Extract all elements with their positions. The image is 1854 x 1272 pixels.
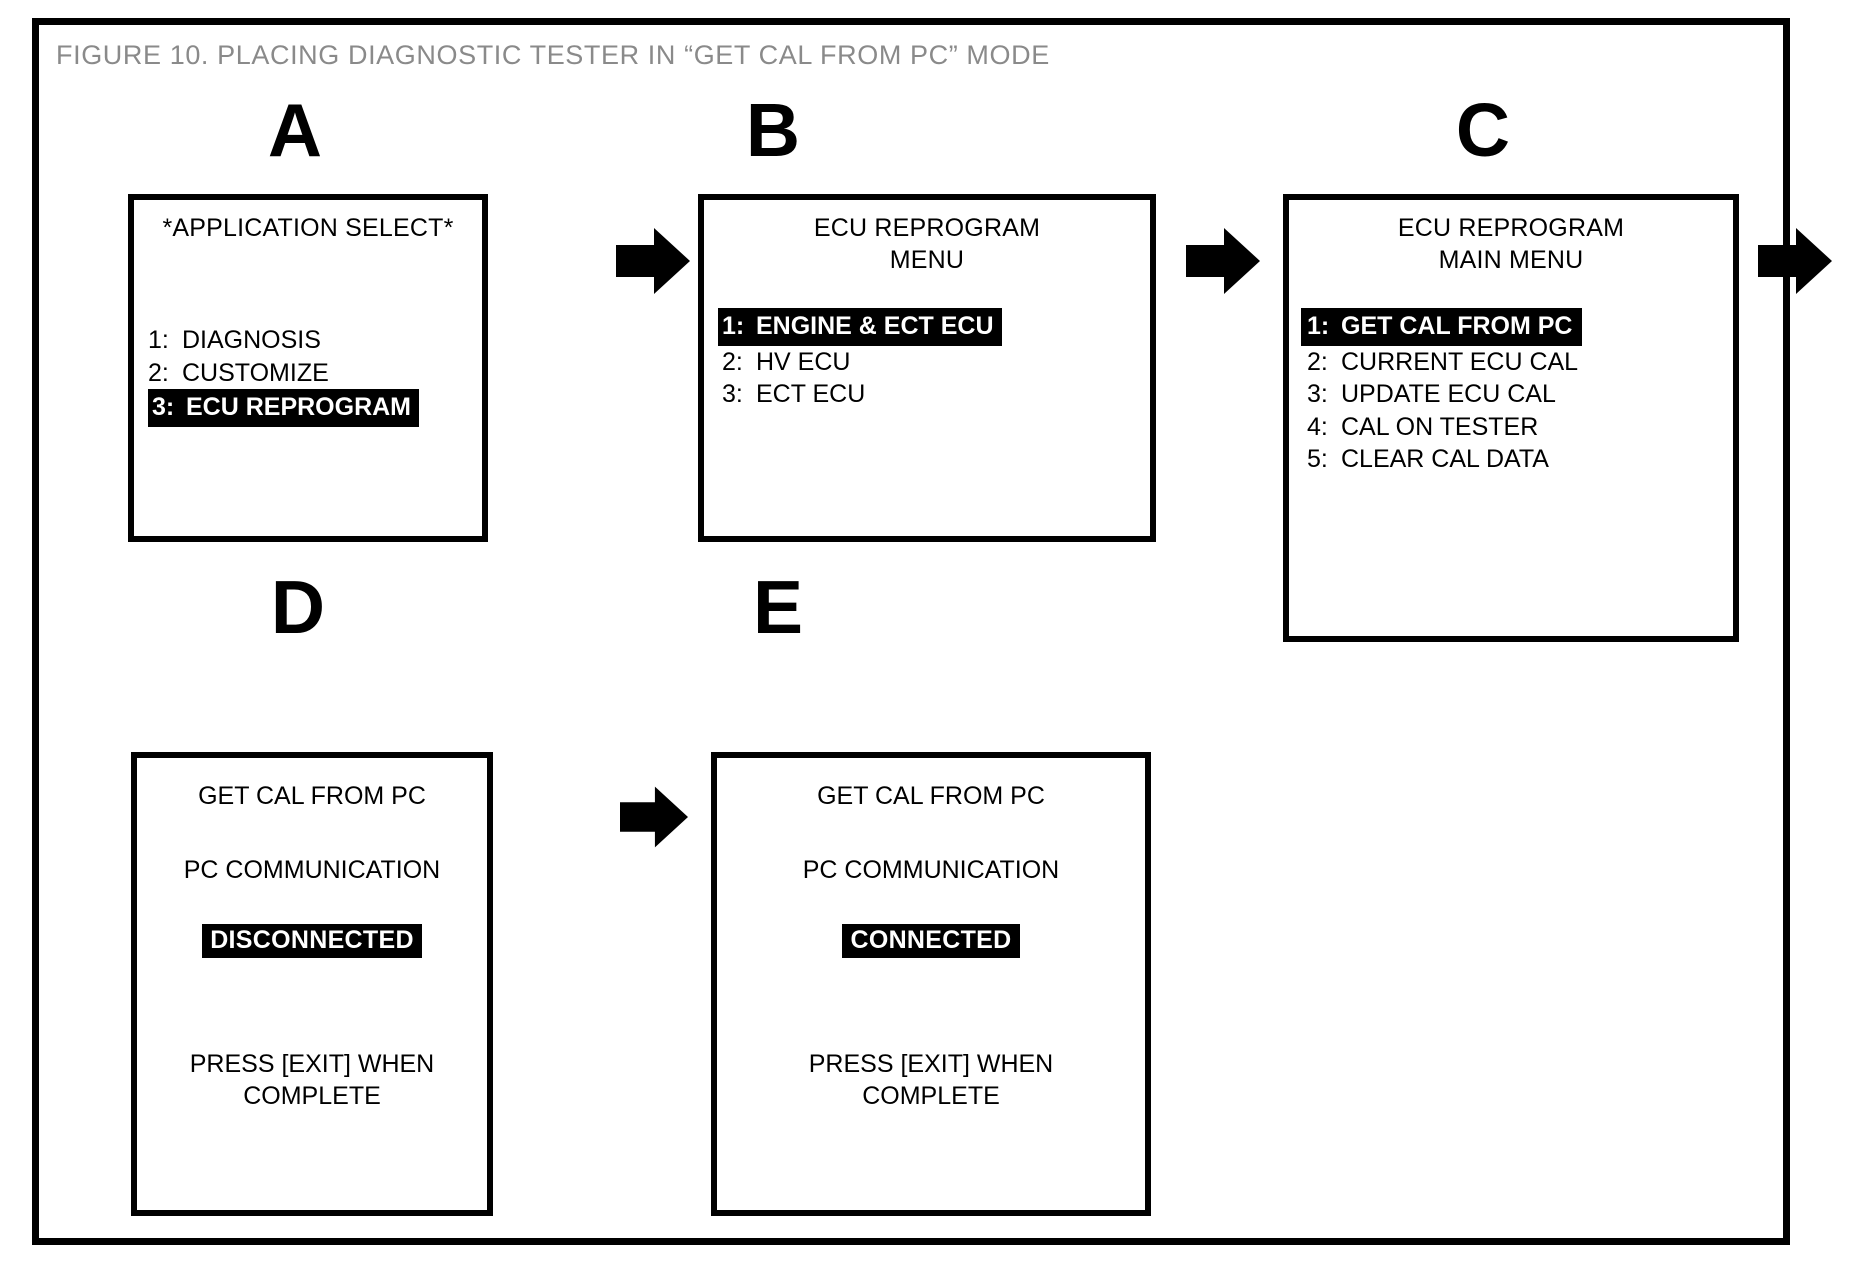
- panel-e-footer-line2: COMPLETE: [862, 1082, 1000, 1110]
- menu-item-b-2[interactable]: 2: HV ECU: [718, 346, 1138, 379]
- menu-item-b-1-number: 1:: [722, 312, 745, 340]
- menu-item-a-1-number: 1:: [148, 326, 169, 354]
- panel-letter-c: C: [1455, 88, 1511, 172]
- arrow-c-to-d: [1758, 228, 1832, 294]
- panel-e-line2: PC COMMUNICATION: [802, 856, 1060, 884]
- menu-item-a-3[interactable]: 3: ECU REPROGRAM: [148, 389, 420, 427]
- panel-letter-b: B: [745, 88, 801, 172]
- panel-e-line1: GET CAL FROM PC: [817, 782, 1045, 810]
- screen-panel-e[interactable]: GET CAL FROM PC PC COMMUNICATION CONNECT…: [711, 752, 1151, 1216]
- panel-letter-a: A: [267, 88, 323, 172]
- menu-item-a-3-label: ECU REPROGRAM: [186, 393, 412, 421]
- panel-d-footer-line1: PRESS [EXIT] WHEN: [189, 1050, 435, 1078]
- menu-item-c-3-label: UPDATE ECU CAL: [1341, 380, 1556, 408]
- menu-item-b-3[interactable]: 3: ECT ECU: [718, 378, 1138, 411]
- panel-a-menu-list: 1: DIAGNOSIS 2: CUSTOMIZE 3: ECU REPROGR…: [148, 324, 468, 427]
- menu-item-c-4-number: 4:: [1307, 412, 1328, 441]
- panel-c-title-line2: MAIN MENU: [1438, 246, 1584, 274]
- menu-item-b-3-label: ECT ECU: [756, 380, 866, 408]
- menu-item-a-1[interactable]: 1: DIAGNOSIS: [148, 324, 468, 357]
- menu-item-c-3-number: 3:: [1307, 380, 1328, 408]
- panel-d-line1: GET CAL FROM PC: [198, 782, 426, 810]
- screen-panel-a[interactable]: *APPLICATION SELECT* 1: DIAGNOSIS 2: CUS…: [128, 194, 488, 542]
- panel-letter-e: E: [752, 565, 804, 649]
- arrow-d-to-e: [620, 786, 688, 848]
- menu-item-a-2-number: 2:: [148, 358, 169, 387]
- menu-item-c-5[interactable]: 5: CLEAR CAL DATA: [1301, 443, 1721, 476]
- figure-caption: FIGURE 10. PLACING DIAGNOSTIC TESTER IN …: [56, 40, 1050, 70]
- screen-panel-d[interactable]: GET CAL FROM PC PC COMMUNICATION DISCONN…: [131, 752, 493, 1216]
- menu-item-c-3[interactable]: 3: UPDATE ECU CAL: [1301, 378, 1721, 411]
- menu-item-a-2-label: CUSTOMIZE: [182, 358, 329, 387]
- status-badge-disconnected: DISCONNECTED: [202, 924, 422, 958]
- panel-a-title: *APPLICATION SELECT*: [162, 214, 454, 242]
- menu-item-a-1-label: DIAGNOSIS: [182, 326, 321, 354]
- panel-letter-d: D: [270, 565, 326, 649]
- menu-item-c-2-number: 2:: [1307, 347, 1328, 376]
- menu-item-b-2-number: 2:: [722, 347, 743, 376]
- menu-item-c-5-number: 5:: [1307, 445, 1328, 473]
- panel-d-footer-line2: COMPLETE: [243, 1082, 381, 1110]
- menu-item-c-2-label: CURRENT ECU CAL: [1341, 347, 1579, 376]
- panel-c-title-line1: ECU REPROGRAM: [1397, 214, 1625, 242]
- arrow-a-to-b: [616, 228, 690, 294]
- menu-item-c-4-label: CAL ON TESTER: [1341, 412, 1539, 441]
- screen-panel-b[interactable]: ECU REPROGRAM MENU 1: ENGINE & ECT ECU 2…: [698, 194, 1156, 542]
- panel-c-menu-list: 1: GET CAL FROM PC 2: CURRENT ECU CAL 3:…: [1301, 308, 1721, 476]
- menu-item-c-1-label: GET CAL FROM PC: [1341, 312, 1573, 340]
- menu-item-c-5-label: CLEAR CAL DATA: [1341, 445, 1549, 473]
- panel-b-title-line1: ECU REPROGRAM: [813, 214, 1041, 242]
- menu-item-c-1[interactable]: 1: GET CAL FROM PC: [1301, 308, 1583, 346]
- panel-b-title-line2: MENU: [889, 246, 965, 274]
- screen-panel-c[interactable]: ECU REPROGRAM MAIN MENU 1: GET CAL FROM …: [1283, 194, 1739, 642]
- panel-d-status-wrap: DISCONNECTED: [137, 924, 487, 958]
- panel-e-footer-line1: PRESS [EXIT] WHEN: [808, 1050, 1054, 1078]
- panel-d-line2: PC COMMUNICATION: [183, 856, 441, 884]
- menu-item-a-2[interactable]: 2: CUSTOMIZE: [148, 357, 468, 390]
- menu-item-c-1-number: 1:: [1307, 312, 1330, 340]
- menu-item-b-1-label: ENGINE & ECT ECU: [756, 312, 994, 340]
- menu-item-c-4[interactable]: 4: CAL ON TESTER: [1301, 411, 1721, 444]
- status-badge-connected: CONNECTED: [842, 924, 1020, 958]
- menu-item-a-3-number: 3:: [152, 393, 175, 421]
- arrow-b-to-c: [1186, 228, 1260, 294]
- panel-b-menu-list: 1: ENGINE & ECT ECU 2: HV ECU 3: ECT ECU: [718, 308, 1138, 411]
- menu-item-c-2[interactable]: 2: CURRENT ECU CAL: [1301, 346, 1721, 379]
- panel-e-status-wrap: CONNECTED: [717, 924, 1145, 958]
- menu-item-b-3-number: 3:: [722, 380, 743, 408]
- menu-item-b-1[interactable]: 1: ENGINE & ECT ECU: [718, 308, 1002, 346]
- menu-item-b-2-label: HV ECU: [756, 347, 851, 376]
